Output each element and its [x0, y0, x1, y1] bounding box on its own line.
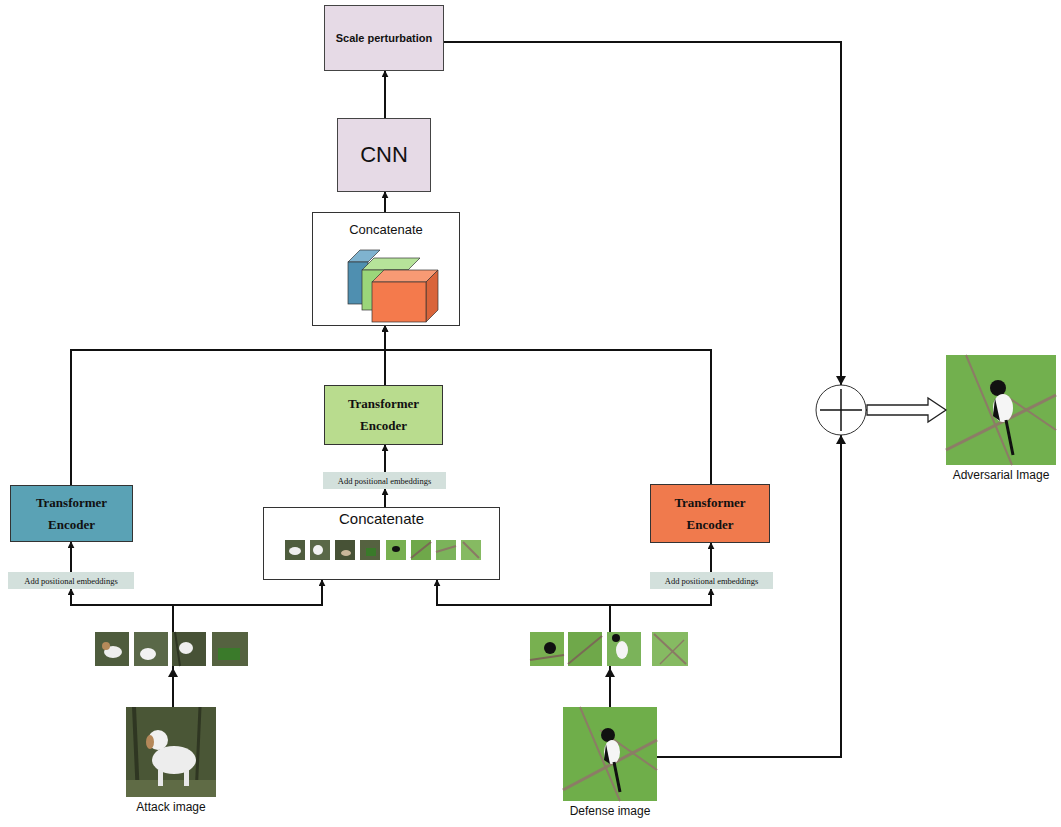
connector-arrow [384, 445, 386, 472]
feature-cube [348, 250, 438, 322]
arrowhead [168, 668, 178, 677]
image-caption: Attack image [136, 800, 205, 814]
box-label: Scale perturbation [336, 32, 433, 44]
encoder-box: Transformer Encoder [650, 484, 770, 543]
connector-arrow [384, 71, 386, 118]
connector-arrow [437, 580, 610, 707]
connector-arrow [70, 542, 72, 572]
patch-thumbnails [285, 540, 481, 560]
concat-box: Concatenate [263, 507, 500, 580]
concat-box: Concatenate [312, 212, 460, 326]
box-label: Transformer Encoder [15, 492, 128, 536]
box-label: Add positional embeddings [338, 476, 432, 486]
box-label: Concatenate [349, 222, 423, 237]
image-input: Defense image [563, 707, 657, 801]
defense-photo [563, 707, 657, 801]
connector-arrow [71, 589, 173, 707]
embedding-band: Add positional embeddings [650, 572, 773, 589]
image-caption: Defense image [570, 804, 651, 818]
defense-patches [530, 632, 688, 666]
hollow-arrow [867, 398, 946, 422]
box-label: Transformer Encoder [655, 492, 765, 536]
process-box: CNN [337, 118, 431, 192]
box-label: Concatenate [339, 510, 424, 527]
embedding-band: Add positional embeddings [8, 572, 134, 589]
attack-photo [126, 707, 216, 797]
image-input: Attack image [126, 707, 216, 797]
connector-arrow [384, 192, 386, 212]
box-label: CNN [360, 142, 408, 168]
box-label: Add positional embeddings [665, 576, 759, 586]
encoder-box: Transformer Encoder [324, 385, 443, 445]
connector-arrow [657, 410, 946, 757]
encoder-box: Transformer Encoder [10, 485, 133, 542]
process-box: Scale perturbation [324, 5, 444, 71]
connector-arrow [610, 589, 711, 707]
box-label: Add positional embeddings [24, 576, 118, 586]
image-output: Adversarial Image [946, 355, 1056, 465]
image-caption: Adversarial Image [953, 468, 1050, 482]
embedding-band: Add positional embeddings [323, 472, 446, 489]
sum-symbol [816, 376, 866, 444]
box-label: Transformer Encoder [329, 393, 438, 437]
connector-arrow [384, 326, 386, 385]
connector-arrow [173, 580, 322, 707]
connector-arrow [710, 543, 712, 572]
connector-arrow [384, 489, 386, 507]
attack-patches [95, 632, 248, 666]
arrowhead [605, 668, 615, 677]
connector-arrow [444, 42, 946, 410]
adversarial-photo [946, 355, 1056, 465]
